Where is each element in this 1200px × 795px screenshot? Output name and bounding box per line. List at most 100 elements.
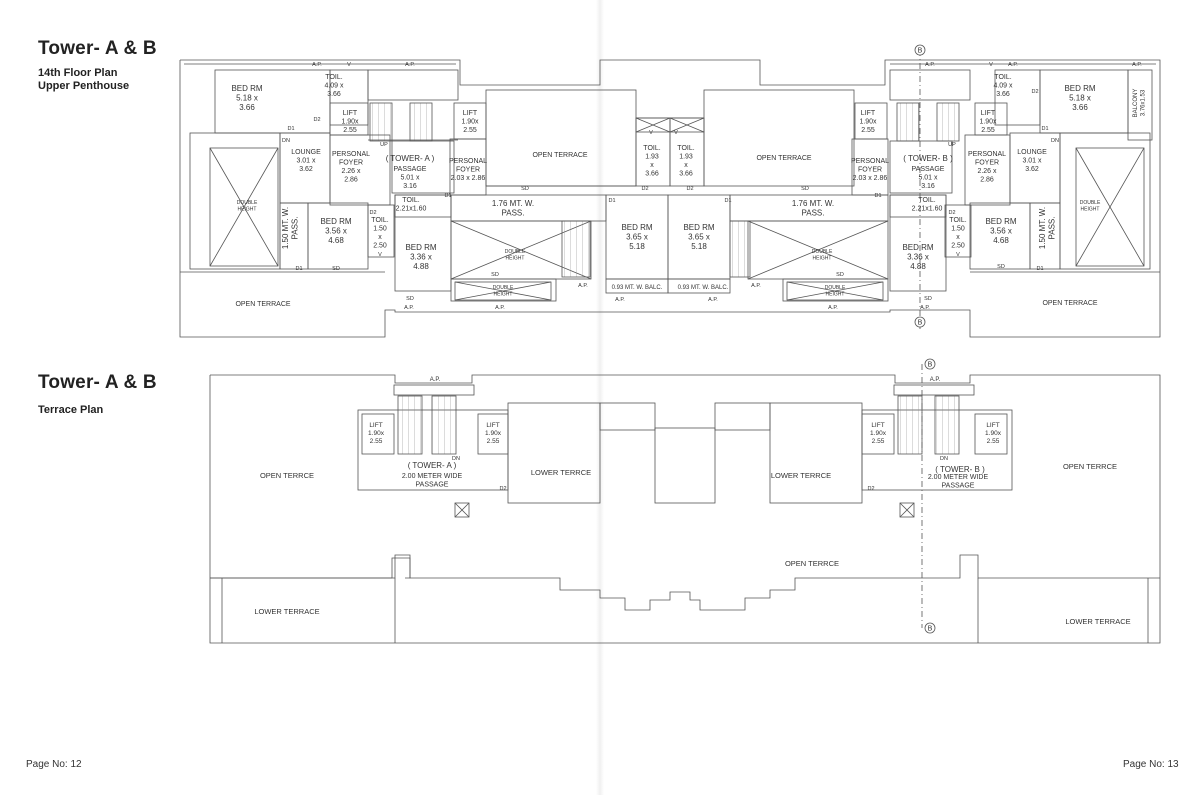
room-label-line: PERSONAL bbox=[449, 158, 487, 165]
stair-core-left bbox=[367, 69, 459, 101]
bed-room-label-line: 5.18 x bbox=[236, 94, 258, 103]
room-label-line: TOIL. bbox=[643, 145, 660, 152]
tag-label: SD bbox=[491, 272, 499, 278]
room-label-line: DOUBLE bbox=[812, 249, 833, 255]
room-label-line: LOUNGE bbox=[291, 149, 321, 156]
balcony-right bbox=[1127, 69, 1153, 141]
personal-foyer-right bbox=[964, 134, 1011, 206]
tag-label: SD bbox=[836, 272, 844, 278]
spread-fold bbox=[596, 0, 604, 795]
room-label-line: 3.65 x bbox=[626, 233, 648, 242]
room-label-line: BED RM bbox=[902, 243, 933, 252]
room-label-line: FOYER bbox=[456, 167, 480, 174]
tag-label: V bbox=[956, 252, 960, 258]
room-label-line: HEIGHT bbox=[826, 292, 845, 298]
tag-label: D2 bbox=[948, 210, 955, 216]
room-label-line: 3.01 x bbox=[1022, 158, 1042, 165]
room-label-line: 1.90x bbox=[979, 119, 997, 126]
tag-label: A.P. bbox=[925, 62, 935, 68]
toil-top-right bbox=[994, 69, 1041, 126]
subtitle-top-line1: 14th Floor Plan bbox=[38, 67, 118, 79]
double-height-void-left bbox=[209, 147, 279, 267]
room-label-line: 2.00 METER WIDE bbox=[402, 473, 463, 480]
room-label-line: HEIGHT bbox=[494, 292, 513, 298]
page-title-top: Tower- A & B bbox=[38, 38, 157, 59]
grid-marker-label: B bbox=[928, 626, 933, 633]
staircase bbox=[431, 395, 457, 455]
tag-label: SD bbox=[406, 296, 414, 302]
tag-label: DN bbox=[282, 138, 290, 144]
passage-tower-a bbox=[391, 140, 455, 194]
void-diagonal bbox=[454, 502, 470, 518]
room-label-line: BALCONY bbox=[1133, 89, 1139, 118]
room-label-line: 2.50 bbox=[373, 243, 387, 250]
tag-label: SD bbox=[521, 186, 529, 192]
terrace-notch-right bbox=[714, 402, 771, 431]
room-label-line: 2.26 x bbox=[341, 168, 361, 175]
room-label-line: LIFT bbox=[981, 110, 996, 117]
room-label-line: LIFT bbox=[861, 110, 876, 117]
room-label-line: LIFT bbox=[463, 110, 478, 117]
room-label-line: 5.18 bbox=[629, 242, 645, 251]
tag-label: D1 bbox=[874, 193, 881, 199]
void-diagonal bbox=[1075, 147, 1145, 267]
room-label-line: HEIGHT bbox=[238, 207, 257, 213]
terrace-inner-edge bbox=[210, 554, 1160, 611]
room-label-line: PERSONAL bbox=[851, 158, 889, 165]
tag-label: D1 bbox=[1041, 126, 1048, 132]
ap-strip-a bbox=[393, 384, 475, 396]
room-label-line: x bbox=[378, 234, 382, 241]
tag-label: D1 bbox=[724, 198, 731, 204]
room-label-line: 1.90x bbox=[341, 119, 359, 126]
room-label-line: 1.90x bbox=[368, 430, 385, 437]
staircase bbox=[897, 395, 923, 455]
room-label-line: x bbox=[650, 162, 654, 169]
tag-label: A.P. bbox=[495, 305, 505, 311]
room-label-line: FOYER bbox=[858, 167, 882, 174]
tag-label: DN bbox=[940, 456, 948, 462]
room-label-line: PASSAGE bbox=[942, 483, 975, 490]
staircase bbox=[369, 102, 393, 142]
room-label-line: PASSAGE bbox=[416, 482, 449, 489]
room-label-line: x bbox=[956, 234, 960, 241]
room-label-line: 2.55 bbox=[861, 127, 875, 134]
void-diagonal bbox=[786, 281, 884, 301]
room-label: ( TOWER- B ) bbox=[935, 465, 985, 474]
room-label-line: 4.09 x bbox=[324, 83, 344, 90]
room-label: OPEN TERRACE bbox=[756, 155, 811, 162]
bed-room-label-line: BED RM bbox=[1064, 84, 1095, 93]
room-label-line: LIFT bbox=[871, 422, 884, 429]
room-label-line: LIFT bbox=[486, 422, 499, 429]
room-label-line: 3.01 x bbox=[296, 158, 316, 165]
room-label-line: TOIL. bbox=[325, 74, 342, 81]
room-label-line: 2.55 bbox=[487, 438, 500, 445]
tag-label: DN bbox=[1051, 138, 1059, 144]
room-label-line: 2.55 bbox=[463, 127, 477, 134]
tag-label: A.P. bbox=[404, 305, 414, 311]
bed-room-label-line: 3.66 bbox=[1072, 103, 1088, 112]
bed-356-right bbox=[969, 202, 1031, 270]
staircase bbox=[397, 395, 423, 455]
void-diagonal bbox=[209, 147, 279, 267]
room-label-line: 1.90x bbox=[859, 119, 877, 126]
tag-label: V bbox=[989, 62, 993, 68]
skylight-left bbox=[454, 502, 470, 518]
room-label-line: TOIL. bbox=[677, 145, 694, 152]
terrace-notch-left bbox=[599, 402, 656, 431]
bed-room-label-line: 3.66 bbox=[239, 103, 255, 112]
page-number-right: Page No: 13 bbox=[1123, 759, 1179, 770]
room-label-line: 5.01 x bbox=[918, 175, 938, 182]
staircase bbox=[729, 220, 751, 278]
passage-tower-b bbox=[889, 140, 953, 194]
double-height-left bbox=[189, 132, 281, 270]
room-label-line: 3.16 bbox=[921, 183, 935, 190]
double-height-small-right-void bbox=[786, 281, 884, 301]
room-label-line: PASS. bbox=[291, 217, 300, 240]
room-label-line: DOUBLE bbox=[825, 285, 846, 291]
tag-label: SD bbox=[997, 264, 1005, 270]
grid-marker bbox=[914, 316, 926, 328]
room-label-line: 5.18 bbox=[691, 242, 707, 251]
open-terrace-center-left bbox=[485, 89, 637, 187]
tag-label: V bbox=[674, 130, 678, 136]
room-label-line: LIFT bbox=[986, 422, 999, 429]
